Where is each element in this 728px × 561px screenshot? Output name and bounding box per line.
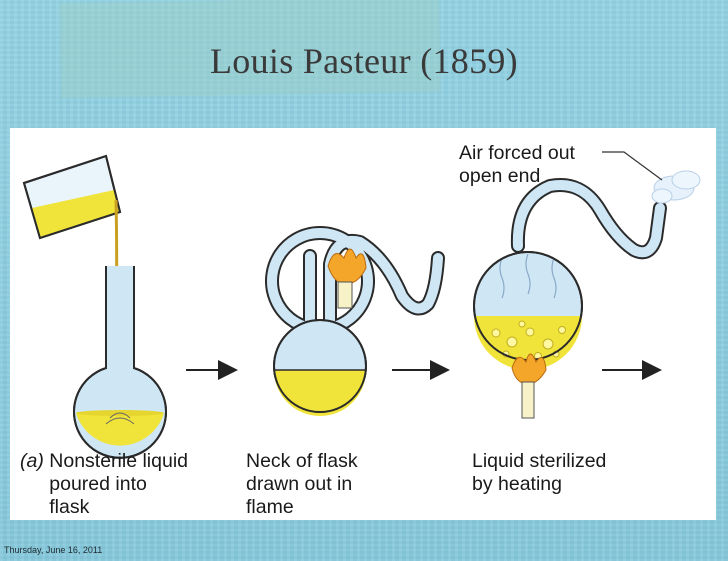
slide-footer-date: Thursday, June 16, 2011 <box>4 545 103 555</box>
annotation-leader <box>602 151 663 181</box>
steam-cloud <box>651 170 701 204</box>
burner-flame-2 <box>327 248 367 309</box>
diagram-panel: Air forced out open end (a) Nonsterile l… <box>10 128 716 520</box>
part-label: (a) <box>20 450 44 472</box>
flask-1 <box>73 266 167 459</box>
step-3-caption: Liquid sterilized by heating <box>472 450 607 495</box>
step-2-caption: Neck of flask drawn out in flame <box>246 450 358 518</box>
step-1-text: Nonsterile liquid poured into flask <box>49 450 189 518</box>
slide-title: Louis Pasteur (1859) <box>210 41 518 81</box>
burner-flame-3 <box>511 353 547 419</box>
pasteur-diagram <box>22 151 701 459</box>
step-1-caption: (a) Nonsterile liquid poured into flask <box>20 450 188 519</box>
flask-3 <box>473 178 667 370</box>
pouring-beaker <box>22 154 122 240</box>
air-forced-out-label: Air forced out open end <box>459 142 575 187</box>
flask-2 <box>265 226 445 416</box>
